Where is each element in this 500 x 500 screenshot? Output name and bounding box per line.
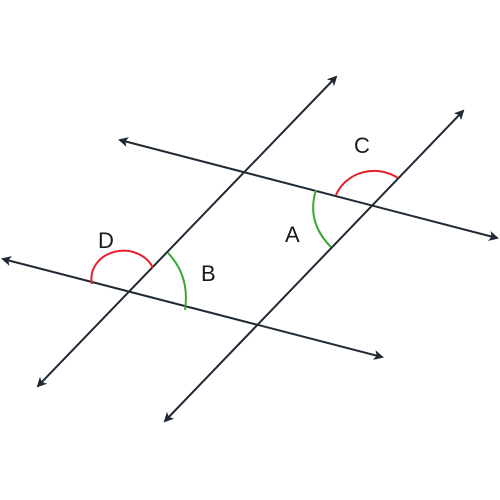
angle-d-arc [90, 249, 154, 285]
angle-b-arc [167, 252, 187, 311]
angle-b-label: B [201, 261, 216, 286]
right-transversal [163, 109, 465, 423]
angle-d-label: D [98, 228, 114, 253]
angle-a-label: A [285, 222, 300, 247]
angle-c-arc [335, 169, 399, 196]
lower-line [1, 256, 384, 360]
angle-a-arc [312, 189, 332, 248]
upper-line [118, 137, 499, 241]
angle-c-label: C [354, 133, 370, 158]
